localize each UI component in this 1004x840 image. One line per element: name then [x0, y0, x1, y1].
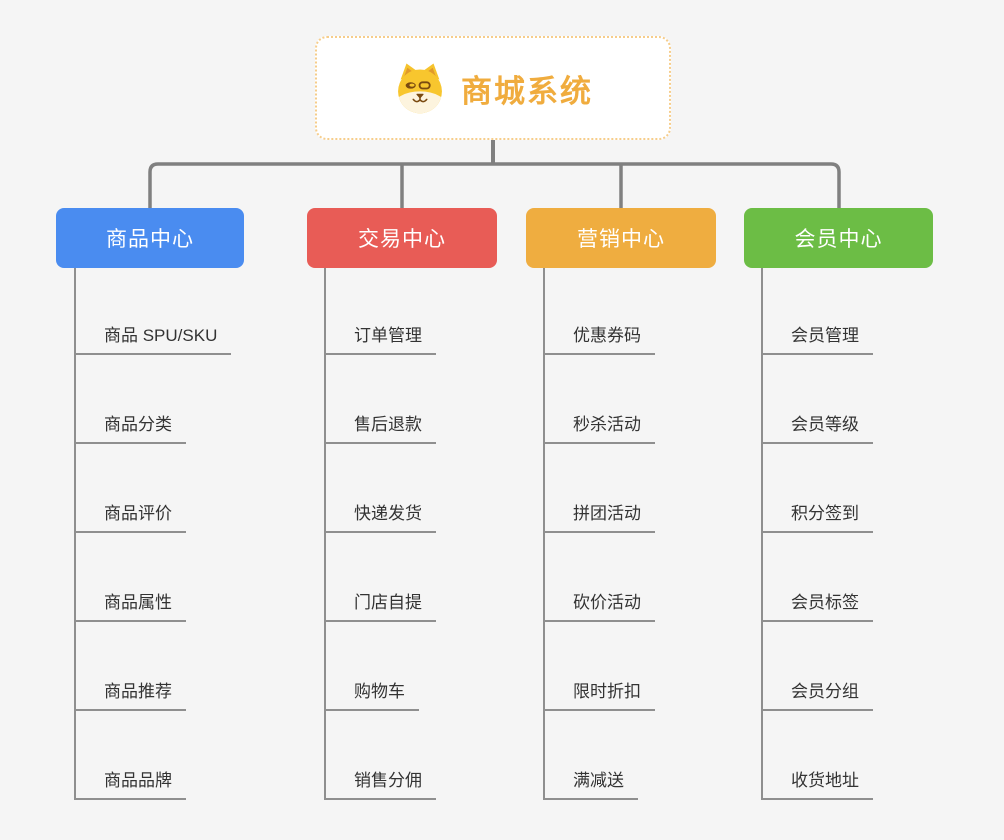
mindmap-node-item[interactable]: 会员等级	[761, 355, 873, 444]
branch-children-product-center: 商品 SPU/SKU 商品分类 商品评价 商品属性 商品推荐 商品品牌	[74, 266, 232, 800]
mindmap-node-item[interactable]: 优惠券码	[543, 266, 655, 355]
mindmap-node-item[interactable]: 会员标签	[761, 533, 873, 622]
mindmap-node-item[interactable]: 商品品牌	[74, 711, 186, 800]
mindmap-node-item[interactable]: 积分签到	[761, 444, 873, 533]
mindmap-node-item[interactable]: 订单管理	[324, 266, 436, 355]
branch-node-product-center[interactable]: 商品中心	[56, 208, 244, 268]
mindmap-node-item[interactable]: 商品 SPU/SKU	[74, 266, 232, 355]
mindmap-node-item[interactable]: 售后退款	[324, 355, 436, 444]
mindmap-node-item[interactable]: 会员分组	[761, 622, 873, 711]
branch-node-trade-center[interactable]: 交易中心	[307, 208, 497, 268]
branch-label: 商品中心	[106, 228, 194, 251]
mindmap-node-item[interactable]: 购物车	[324, 622, 419, 711]
branch-children-marketing-center: 优惠券码 秒杀活动 拼团活动 砍价活动 限时折扣 满减送	[543, 266, 655, 800]
mindmap-node-item[interactable]: 销售分佣	[324, 711, 436, 800]
mindmap-node-item[interactable]: 商品属性	[74, 533, 186, 622]
mindmap-node-item[interactable]: 拼团活动	[543, 444, 655, 533]
branch-children-trade-center: 订单管理 售后退款 快递发货 门店自提 购物车 销售分佣	[324, 266, 436, 800]
branch-label: 营销中心	[577, 228, 665, 251]
root-title: 商城系统	[461, 73, 593, 109]
branch-label: 交易中心	[358, 228, 446, 251]
doge-face-icon	[398, 63, 442, 114]
mindmap-node-item[interactable]: 限时折扣	[543, 622, 655, 711]
branch-node-member-center[interactable]: 会员中心	[744, 208, 933, 268]
branch-label: 会员中心	[794, 228, 883, 251]
branch-node-marketing-center[interactable]: 营销中心	[526, 208, 716, 268]
root-node[interactable]: 商城系统	[315, 36, 671, 140]
mindmap-node-item[interactable]: 秒杀活动	[543, 355, 655, 444]
mindmap-node-item[interactable]: 砍价活动	[543, 533, 655, 622]
mindmap-node-item[interactable]: 收货地址	[761, 711, 873, 800]
branch-children-member-center: 会员管理 会员等级 积分签到 会员标签 会员分组 收货地址	[761, 266, 873, 800]
mindmap-node-item[interactable]: 商品分类	[74, 355, 186, 444]
mindmap-node-item[interactable]: 门店自提	[324, 533, 436, 622]
mindmap-node-item[interactable]: 商品推荐	[74, 622, 186, 711]
mindmap-node-item[interactable]: 快递发货	[324, 444, 436, 533]
mindmap-node-item[interactable]: 会员管理	[761, 266, 873, 355]
mindmap-node-item[interactable]: 商品评价	[74, 444, 186, 533]
mindmap-node-item[interactable]: 满减送	[543, 711, 638, 800]
